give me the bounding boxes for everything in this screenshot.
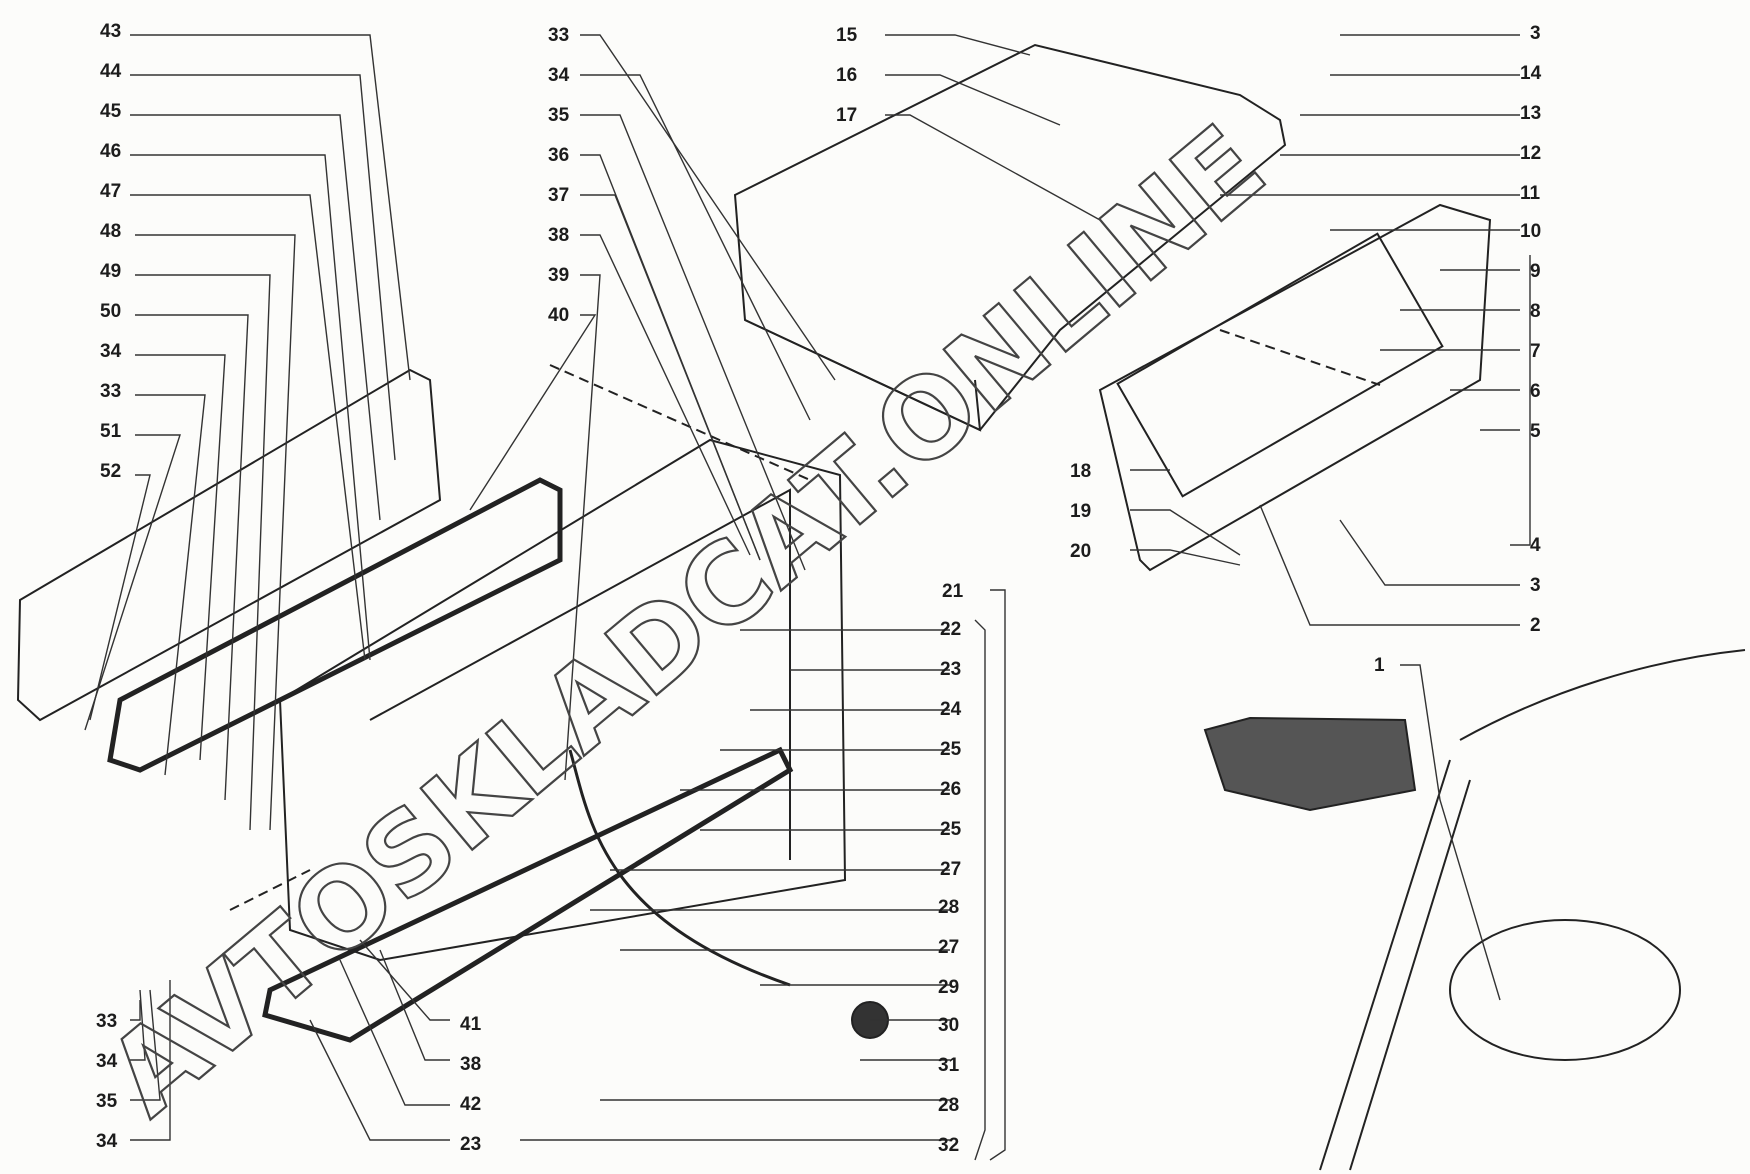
callout: 27 — [938, 937, 960, 958]
callout: 21 — [942, 581, 964, 602]
callout: 28 — [938, 1095, 960, 1116]
callout: 14 — [1520, 63, 1542, 84]
callout: 33 — [100, 381, 122, 402]
callout: 15 — [836, 25, 858, 46]
callout: 4 — [1530, 535, 1541, 556]
callout: 23 — [460, 1134, 482, 1155]
callout: 16 — [836, 65, 858, 86]
callout: 40 — [548, 305, 570, 326]
callout: 3 — [1530, 575, 1541, 596]
callout: 20 — [1070, 541, 1092, 562]
callout: 18 — [1070, 461, 1092, 482]
callout: 34 — [96, 1051, 118, 1072]
callout: 50 — [100, 301, 122, 322]
callout: 35 — [548, 105, 570, 126]
callout: 30 — [938, 1015, 960, 1036]
callout: 32 — [938, 1135, 960, 1156]
callout: 46 — [100, 141, 122, 162]
callout: 7 — [1530, 341, 1541, 362]
callout: 24 — [940, 699, 962, 720]
callout: 13 — [1520, 103, 1542, 124]
callout: 25 — [940, 739, 962, 760]
callout: 42 — [460, 1094, 482, 1115]
callout: 28 — [938, 897, 960, 918]
callout: 1 — [1374, 655, 1385, 676]
callout: 8 — [1530, 301, 1541, 322]
callout: 34 — [96, 1131, 118, 1152]
callout: 35 — [96, 1091, 118, 1112]
callout: 12 — [1520, 143, 1542, 164]
callout: 44 — [100, 61, 122, 82]
callout: 38 — [460, 1054, 482, 1075]
callout: 5 — [1530, 421, 1541, 442]
callout: 49 — [100, 261, 122, 282]
callout: 11 — [1520, 183, 1541, 204]
callout: 27 — [940, 859, 962, 880]
callout: 39 — [548, 265, 570, 286]
callout: 33 — [548, 25, 570, 46]
callout: 31 — [938, 1055, 960, 1076]
callout: 34 — [548, 65, 570, 86]
callout: 33 — [96, 1011, 118, 1032]
gasket-frame — [16, 368, 442, 722]
callout: 22 — [940, 619, 962, 640]
callout: 34 — [100, 341, 122, 362]
callout: 17 — [836, 105, 858, 126]
callout: 3 — [1530, 23, 1541, 44]
door-panel — [1098, 203, 1492, 572]
callout: 25 — [940, 819, 962, 840]
callout: 45 — [100, 101, 122, 122]
callout: 9 — [1530, 261, 1541, 282]
cab-frame — [1319, 649, 1746, 1171]
callout: 29 — [938, 977, 960, 998]
callout: 37 — [548, 185, 570, 206]
callout: 43 — [100, 21, 122, 42]
callout: 38 — [548, 225, 570, 246]
callout: 48 — [100, 221, 122, 242]
callout: 10 — [1520, 221, 1542, 242]
steering-wheel — [1449, 919, 1681, 1061]
callout: 2 — [1530, 615, 1541, 636]
callout: 41 — [460, 1014, 482, 1035]
callout: 51 — [100, 421, 122, 442]
callout: 26 — [940, 779, 962, 800]
glovebox-inset — [1203, 716, 1417, 812]
watermark-text: AVTOSKLADCAT.ONLINE — [84, 101, 1287, 1140]
callout: 52 — [100, 461, 122, 482]
callout: 23 — [940, 659, 962, 680]
callout: 47 — [100, 181, 122, 202]
callout: 19 — [1070, 501, 1092, 522]
callout: 36 — [548, 145, 570, 166]
callout: 6 — [1530, 381, 1541, 402]
lock-housing — [278, 438, 847, 962]
